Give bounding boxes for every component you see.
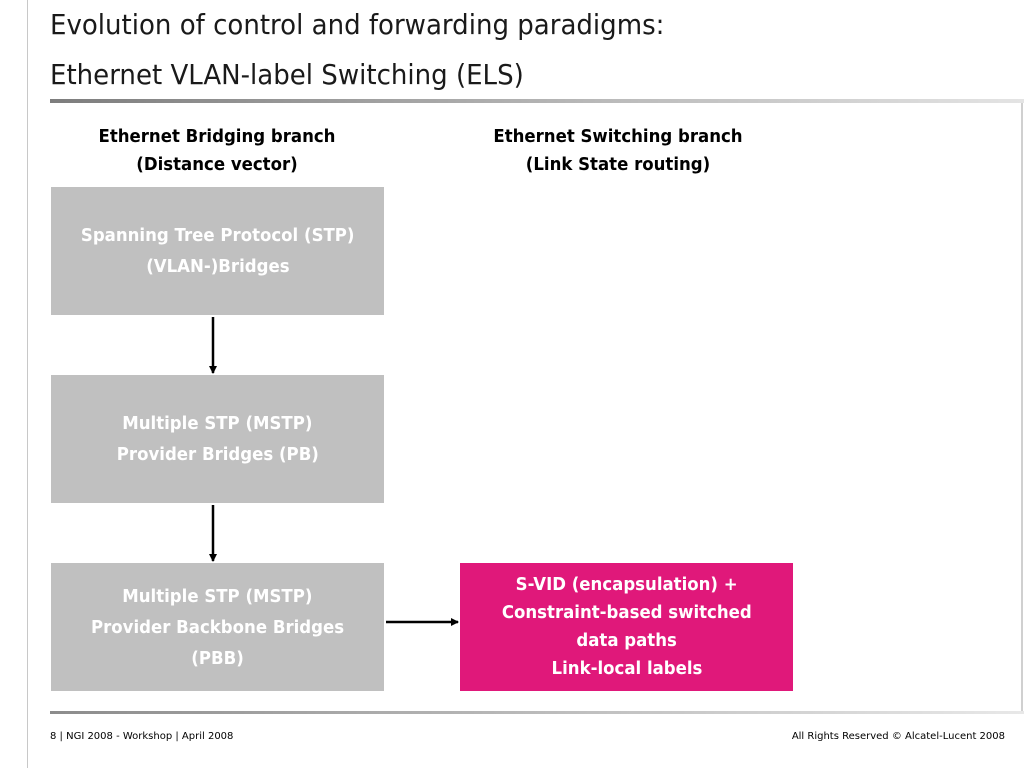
els-box-line4: Link-local labels [551, 658, 702, 679]
els-box-line1: S-VID (encapsulation) + [515, 574, 738, 595]
stp-box-line1: Spanning Tree Protocol (STP) [80, 225, 355, 246]
mstp-pb-box-line2: Provider Bridges (PB) [116, 444, 319, 465]
slide-title-line1: Evolution of control and forwarding para… [50, 8, 665, 41]
mstp-pb-box: Multiple STP (MSTP) Provider Bridges (PB… [51, 375, 384, 503]
bridging-branch-heading: Ethernet Bridging branch (Distance vecto… [57, 123, 377, 179]
slide-title: Evolution of control and forwarding para… [50, 0, 1010, 100]
els-box-line2: Constraint-based switched [501, 602, 752, 623]
mstp-pbb-box-line1: Multiple STP (MSTP) [122, 585, 313, 607]
footer-divider [50, 711, 1024, 714]
left-margin-rule [27, 0, 28, 768]
footer-copyright: All Rights Reserved © Alcatel-Lucent 200… [791, 731, 1005, 742]
stp-box-line2: (VLAN-)Bridges [145, 256, 290, 277]
mstp-pbb-box-line3: (PBB) [191, 647, 244, 669]
switching-heading-line2: (Link State routing) [525, 154, 711, 175]
switching-heading-line1: Ethernet Switching branch [493, 126, 743, 147]
stp-box: Spanning Tree Protocol (STP) (VLAN-)Brid… [51, 187, 384, 315]
bridging-heading-line2: (Distance vector) [136, 154, 298, 175]
slide-title-line2: Ethernet VLAN-label Switching (ELS) [50, 58, 524, 91]
bridging-heading-line1: Ethernet Bridging branch [98, 126, 336, 147]
mstp-pbb-box: Multiple STP (MSTP) Provider Backbone Br… [51, 563, 384, 691]
mstp-pbb-box-line2: Provider Backbone Bridges [90, 616, 345, 638]
mstp-pb-box-line1: Multiple STP (MSTP) [122, 413, 313, 434]
switching-branch-heading: Ethernet Switching branch (Link State ro… [458, 123, 778, 179]
title-divider [50, 99, 1024, 103]
els-box-line3: data paths [576, 630, 677, 651]
right-margin-rule [1021, 100, 1023, 714]
footer-slide-info: 8 | NGI 2008 - Workshop | April 2008 [50, 731, 234, 742]
els-box: S-VID (encapsulation) + Constraint-based… [460, 563, 793, 691]
